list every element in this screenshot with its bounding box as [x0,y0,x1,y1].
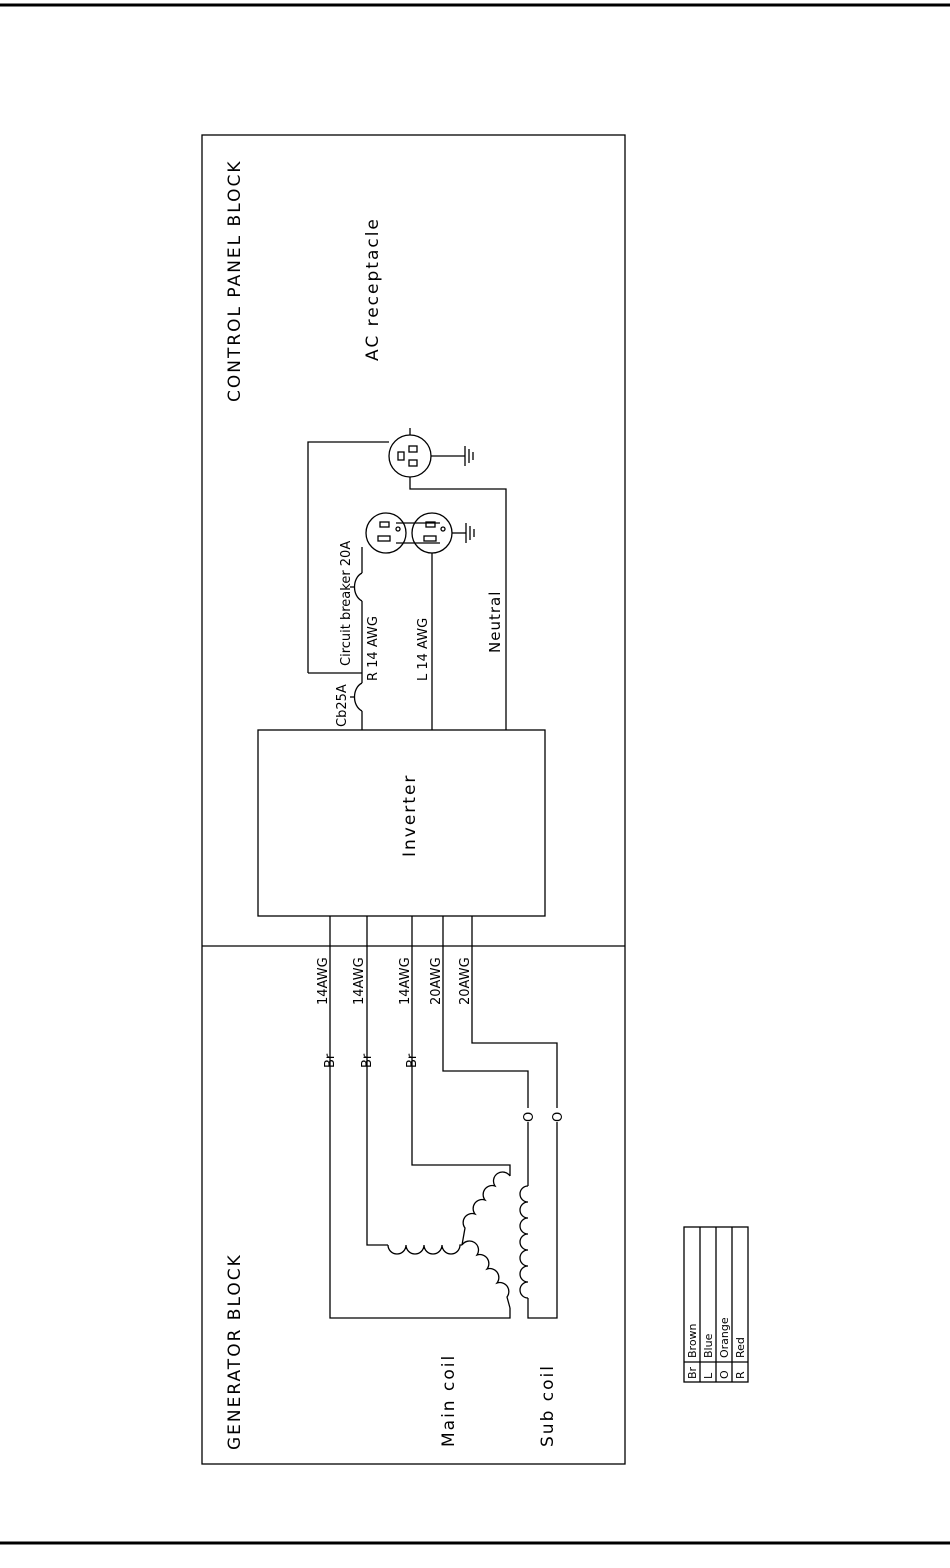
main-coil-label: Main coil [439,1354,459,1447]
legend-name: Orange [718,1317,731,1358]
sub-coil-label: Sub coil [538,1364,558,1447]
legend-code: R [734,1371,747,1379]
r-wire-label: R 14 AWG [366,616,381,681]
gauge-label: 14AWG [316,957,331,1005]
wire-color-label: O [551,1112,566,1122]
neutral-label: Neutral [486,591,504,653]
inverter-label: Inverter [400,774,420,857]
circuit-breaker-label: Circuit breaker 20A [339,541,354,666]
sub-coil-icon [520,1186,528,1298]
circuit-breaker-cb25a-icon [350,683,362,711]
duplex-outlet [366,513,466,553]
ac-receptacle-label: AC receptacle [363,217,383,361]
wire-color-label: O [522,1112,537,1122]
control-panel-title: CONTROL PANEL BLOCK [225,160,245,402]
legend-code: L [702,1372,715,1379]
cb25a-label: Cb25A [335,684,350,727]
ground-icon [466,523,474,543]
legend-name: Red [734,1337,747,1358]
main-coil-icon [388,1172,510,1308]
wire-color-label: Br [323,1053,338,1068]
wire-color-label: Br [405,1053,420,1068]
gauge-label: 20AWG [429,957,444,1005]
legend-name: Brown [686,1323,699,1358]
legend-code: Br [686,1366,699,1379]
gauge-label: 14AWG [398,957,413,1005]
twist-lock-receptacle [389,428,465,477]
gauge-label: 14AWG [352,957,367,1005]
generator-title: GENERATOR BLOCK [225,1253,245,1450]
legend-code: O [718,1370,731,1379]
legend-name: Blue [702,1333,715,1358]
gauge-label: 20AWG [458,957,473,1005]
l-wire-label: L 14 AWG [416,618,431,681]
wire-color-label: Br [360,1053,375,1068]
ground-icon [465,446,473,466]
